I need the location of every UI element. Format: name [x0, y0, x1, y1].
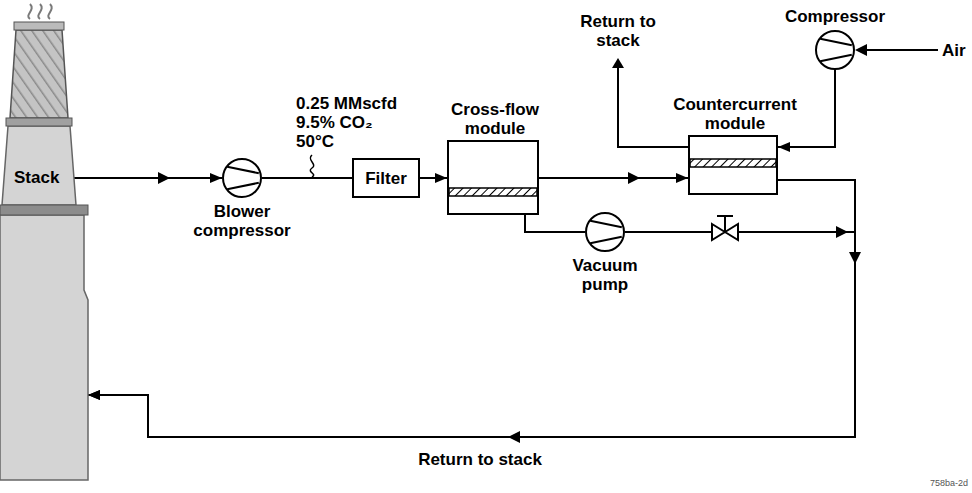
- membrane-layer: [690, 137, 776, 193]
- node-label: Stack: [14, 168, 74, 187]
- outlet-label: Return to stack: [578, 12, 658, 50]
- pipe-line: [88, 232, 855, 437]
- arrowhead: [628, 172, 640, 184]
- stack-ledge: [6, 118, 72, 126]
- pump-vane: [820, 39, 852, 45]
- membrane: [690, 159, 776, 167]
- stack-outline: [0, 18, 90, 480]
- arrowhead: [855, 44, 867, 56]
- valve-stem: [724, 216, 726, 232]
- pump-vane: [227, 167, 259, 173]
- node-label: Cross-flow module: [440, 100, 550, 138]
- outlet-label: Return to stack: [380, 450, 580, 469]
- smoke: [28, 4, 51, 19]
- stack-section: [2, 126, 76, 205]
- smoke-wisp: [38, 4, 41, 19]
- filter-box: Filter: [352, 158, 420, 198]
- air-inlet-line: [867, 49, 938, 51]
- pipe-line: [525, 215, 585, 232]
- smoke-wisp: [48, 4, 51, 19]
- pump-vane: [820, 55, 852, 61]
- arrowhead: [508, 431, 520, 443]
- crossflow-module: Cross-flow module: [447, 140, 539, 215]
- node-label: Blower compressor: [187, 202, 297, 240]
- pump-circle: [223, 159, 261, 197]
- pump-vane: [590, 237, 622, 243]
- stack-cap: [14, 22, 64, 30]
- figure-id: 758ba-2d: [930, 478, 968, 489]
- membrane-layer: [449, 142, 537, 213]
- pipe-line: [539, 177, 688, 179]
- vacuum-pump: Vacuum pump: [585, 212, 625, 252]
- stack-base: [0, 215, 88, 480]
- stack-chimney: Stack: [0, 18, 90, 480]
- node-label: Vacuum pump: [560, 256, 650, 294]
- flow-condition: 50°C: [296, 132, 334, 151]
- pipe-line: [74, 177, 222, 179]
- node-label: Filter: [365, 169, 407, 188]
- pump-symbol: [222, 158, 262, 198]
- valve-symbol: [712, 216, 738, 240]
- inlet-label: Air: [942, 41, 966, 60]
- arrowhead: [849, 252, 861, 264]
- smoke-wisp: [28, 4, 31, 19]
- stack-flange: [0, 205, 88, 215]
- arrowhead: [836, 226, 848, 238]
- stack-top: [10, 30, 68, 118]
- pump-circle: [816, 31, 854, 69]
- air-compressor: Compressor: [815, 30, 855, 70]
- pipe-line: [420, 177, 447, 179]
- flow-condition: 0.25 MMscfd: [296, 94, 397, 113]
- leader-line: [310, 155, 313, 177]
- node-label: Countercurrent module: [660, 95, 810, 133]
- pump-vane: [590, 221, 622, 227]
- valve-handle: [717, 215, 733, 217]
- flow-condition: 9.5% CO₂: [296, 113, 373, 132]
- pump-symbol: [815, 30, 855, 70]
- node-label: Compressor: [775, 7, 895, 26]
- arrowhead: [612, 58, 624, 68]
- countercurrent-module: Countercurrent module: [688, 135, 778, 195]
- membrane: [449, 188, 537, 196]
- arrowhead: [158, 172, 170, 184]
- blower-compressor: Blower compressor: [222, 158, 262, 198]
- pipe-line: [88, 180, 855, 437]
- pump-symbol: [585, 212, 625, 252]
- pipe-line: [262, 177, 352, 179]
- pump-vane: [227, 183, 259, 189]
- pump-circle: [586, 213, 624, 251]
